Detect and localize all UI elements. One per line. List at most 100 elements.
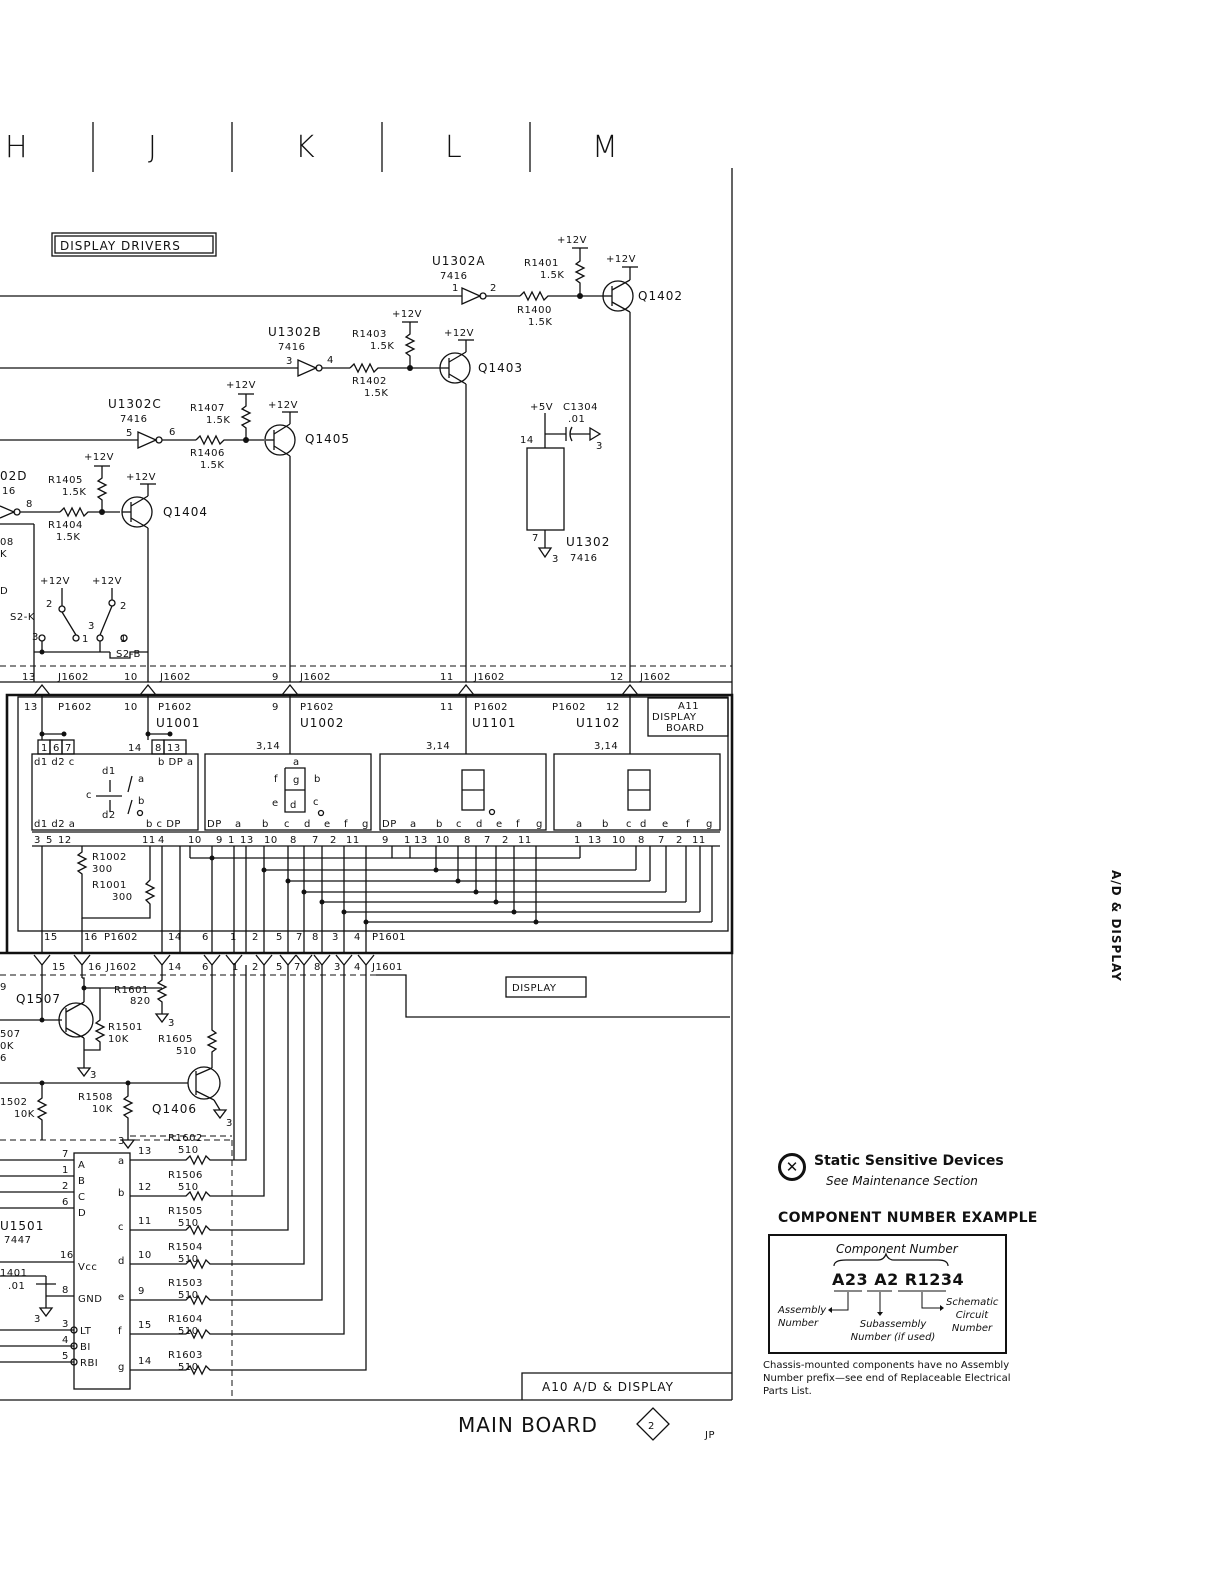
u1302c-ref: U1302C xyxy=(108,397,162,411)
u1501-gnd: GND xyxy=(78,1294,102,1305)
q1507-partial-pin: 9 xyxy=(0,982,7,993)
p1602-label-3: P1602 xyxy=(300,702,334,713)
supply-q1403: +12V xyxy=(444,328,474,339)
decoder-gnd-top: 3 xyxy=(118,1136,125,1147)
u1101-b-g: g xyxy=(536,819,543,830)
u1302c-type: 7416 xyxy=(120,414,147,425)
column-l: L xyxy=(445,130,462,165)
u1101-pin-2: 2 xyxy=(502,835,509,846)
j1601-pin-14: 14 xyxy=(168,962,182,973)
u1302-type: 7416 xyxy=(570,553,597,564)
u1101-b-b: b xyxy=(436,819,443,830)
j1602-label-bottom: J1602 xyxy=(105,962,137,973)
u1102-b-d: d xyxy=(640,819,647,830)
u1501-type: 7447 xyxy=(4,1235,31,1246)
u1302b-in-pin: 3 xyxy=(286,356,293,367)
p1601-pin-3: 3 xyxy=(332,932,339,943)
c1401-gnd: 3 xyxy=(34,1314,41,1325)
a10-board-label: A10 A/D & DISPLAY xyxy=(542,1380,674,1394)
u1002-seg-e: e xyxy=(272,798,279,809)
connector-j1601: 15 16 J1602 14 6 1 2 5 7 8 3 4 J1601 DIS… xyxy=(0,952,732,1018)
u1101-b-d: d xyxy=(476,819,483,830)
drafter-initials: JP xyxy=(704,1430,715,1441)
u1102-b-c: c xyxy=(626,819,632,830)
gate-u1302c: U1302C 7416 5 6 +12V R1407 1.5K R1406 1.… xyxy=(0,380,264,471)
u1002-b-a: a xyxy=(235,819,242,830)
u1001-top-pin-13: 13 xyxy=(167,743,181,754)
schematic-circuit-label: Schematic Circuit Number xyxy=(946,1297,999,1334)
u1302b-ref: U1302B xyxy=(268,325,322,339)
static-sensitive-icon: ✕ xyxy=(778,1153,806,1181)
u1001-top-pin-6: 6 xyxy=(53,743,60,754)
u1501-out-c: c xyxy=(118,1222,124,1233)
r1406-ref: R1406 xyxy=(190,448,225,459)
u1501-out-e: e xyxy=(118,1292,125,1303)
display-section-label: DISPLAY xyxy=(512,983,557,994)
u1501-in-d: D xyxy=(78,1208,86,1219)
u1302-ref: U1302 xyxy=(566,535,610,549)
u1001-top-pin-1: 1 xyxy=(41,743,48,754)
r1402-ref: R1402 xyxy=(352,376,387,387)
switch-area: 08 K D +12V +12V S2-K 2 3 1 3 2 1 S2-B xyxy=(0,523,148,682)
p1601-pin-2: 2 xyxy=(252,932,259,943)
display-drivers-label: DISPLAY DRIVERS xyxy=(51,232,217,257)
u1102-pin-13: 13 xyxy=(588,835,602,846)
r1001-ref: R1001 xyxy=(92,880,127,891)
u1302d-ref: 02D xyxy=(0,469,28,483)
u1101-pin-9: 9 xyxy=(382,835,389,846)
u1102-b-b: b xyxy=(602,819,609,830)
r1506-ref: R1506 xyxy=(168,1170,203,1181)
a11-ref: A11 xyxy=(678,701,699,712)
p1602-label-4: P1602 xyxy=(474,702,508,713)
column-m: M xyxy=(592,130,618,165)
u1002-pin-11: 11 xyxy=(346,835,360,846)
u1002-seg-a: a xyxy=(293,757,300,768)
board-id: A10 A/D & DISPLAY xyxy=(521,1372,732,1400)
u1101-b-a: a xyxy=(410,819,417,830)
subassembly-number-label: Subassembly Number (if used) xyxy=(850,1319,936,1343)
c1401-partial: 1401 xyxy=(0,1268,27,1279)
u1101-b-e: e xyxy=(496,819,503,830)
chassis-note: Chassis-mounted components have no Assem… xyxy=(763,1360,1011,1397)
j1602-label-2: J1602 xyxy=(159,672,191,683)
r1605-ref: R1605 xyxy=(158,1034,193,1045)
u1001-bot-segs-b: b c DP xyxy=(146,819,181,830)
r1505-ref: R1505 xyxy=(168,1206,203,1217)
u1002-pin-13: 13 xyxy=(240,835,254,846)
r1402-val: 1.5K xyxy=(364,388,388,399)
u1501-pin-d: 6 xyxy=(62,1197,69,1208)
column-j: J xyxy=(148,130,157,165)
r1603-val: 510 xyxy=(178,1362,199,1373)
supply-q1405: +12V xyxy=(268,400,298,411)
r1405-val: 1.5K xyxy=(62,487,86,498)
j1602-label-1: J1602 xyxy=(57,672,89,683)
q1507-gnd: 3 xyxy=(90,1070,97,1081)
u1501-rbi: RBI xyxy=(80,1358,98,1369)
r1407-ref: R1407 xyxy=(190,403,225,414)
component-number-label: Component Number xyxy=(836,1242,958,1256)
u1001-top-segs-b: b DP a xyxy=(158,757,194,768)
u1101-pin-10: 10 xyxy=(436,835,450,846)
supply-q1404: +12V xyxy=(126,472,156,483)
p1601-pin-14: 14 xyxy=(168,932,182,943)
u1302-gnd: 3 xyxy=(552,554,559,565)
u1501-rbi-pin: 5 xyxy=(62,1351,69,1362)
r1400-val: 1.5K xyxy=(528,317,552,328)
p1602-pin-12: 12 xyxy=(606,702,620,713)
j1601-pin-7: 7 xyxy=(294,962,301,973)
r1601-gnd: 3 xyxy=(168,1018,175,1029)
r1601-val: 820 xyxy=(130,996,151,1007)
p1602-label-1: P1602 xyxy=(58,702,92,713)
s2b-pin-3: 3 xyxy=(88,621,95,632)
s2k-pin-1: 1 xyxy=(82,634,89,645)
component-example-heading: COMPONENT NUMBER EXAMPLE xyxy=(778,1210,1038,1226)
u1002-seg-c: c xyxy=(313,797,319,808)
j1602-pin-13: 13 xyxy=(22,672,36,683)
a11-display-board: A11 DISPLAY BOARD 13 P1602 10 P1602 9 P1… xyxy=(0,693,734,955)
lower-drive-circuit: 9 Q1507 3 507 0K 6 R1501 10K 3 R1601 820… xyxy=(0,965,233,1400)
j1601-pin-5: 5 xyxy=(276,962,283,973)
u1001-pin-4: 4 xyxy=(158,835,165,846)
u1101-pin-11: 11 xyxy=(518,835,532,846)
supply-q1402: +12V xyxy=(606,254,636,265)
